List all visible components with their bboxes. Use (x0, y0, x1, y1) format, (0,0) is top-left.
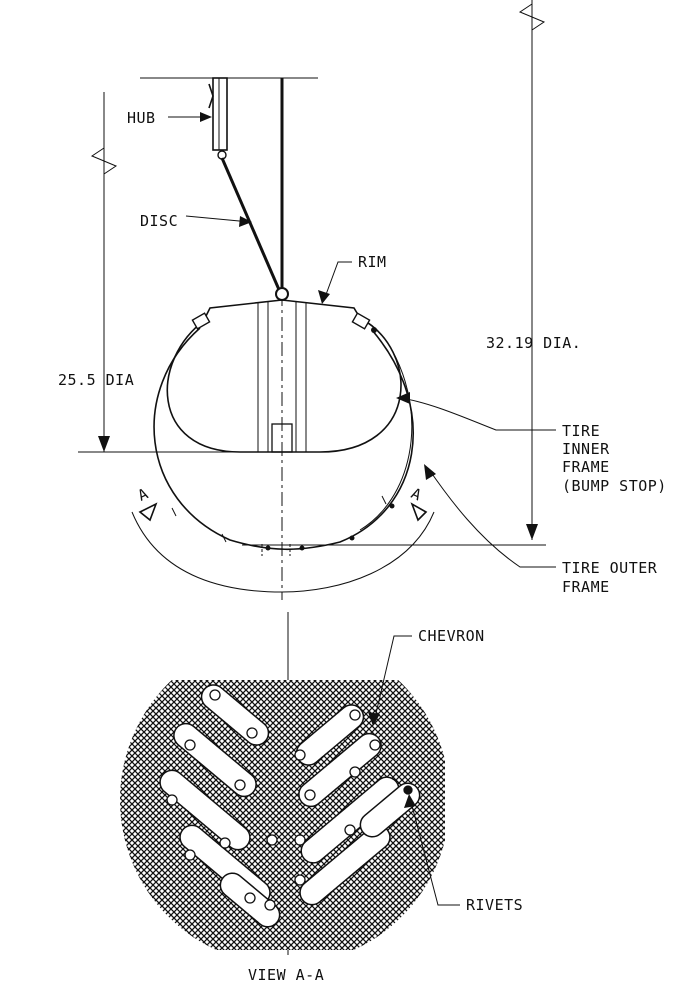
tire-outer-frame (153, 327, 414, 551)
tire-outer-frame-label-2: FRAME (562, 578, 610, 596)
tire-inner-frame-label-2: INNER (562, 440, 610, 458)
rim (204, 299, 361, 319)
rim-bolts (191, 312, 377, 333)
view-title: VIEW A-A (248, 966, 324, 984)
hub (208, 77, 228, 160)
disc-label: DISC (140, 212, 178, 230)
view-leader-lines (368, 635, 460, 906)
rivets-label: RIVETS (466, 896, 523, 914)
section-arc (131, 511, 435, 593)
outer-frame-rivets (171, 495, 395, 556)
leader-lines (168, 112, 556, 568)
tire-outer-frame-label-1: TIRE OUTER (562, 559, 658, 577)
section-marker-left: A (135, 484, 151, 504)
tire-inner-frame-label-1: TIRE (562, 422, 600, 440)
tire-inner-frame-label-3: FRAME (562, 458, 610, 476)
view-a-a: CHEVRON RIVETS VIEW A-A (120, 612, 523, 984)
outer-diameter-dimension (242, 0, 546, 546)
wheel-section: A A HUB (58, 0, 667, 600)
tire-inner-frame (166, 317, 402, 453)
tire-inner-frame-label-4: (BUMP STOP) (562, 477, 667, 495)
slat-rivets (166, 689, 413, 911)
section-marker-right: A (408, 484, 424, 504)
inner-diameter-label: 25.5 DIA (58, 371, 134, 389)
chevron-slats (159, 684, 421, 928)
rim-label: RIM (358, 253, 387, 271)
chevron-label: CHEVRON (418, 627, 485, 645)
outer-diameter-label: 32.19 DIA. (486, 334, 581, 352)
disc (220, 157, 282, 293)
disc-hub-joint (275, 287, 289, 301)
hub-label: HUB (127, 109, 156, 127)
inner-diameter-dimension (78, 92, 252, 453)
